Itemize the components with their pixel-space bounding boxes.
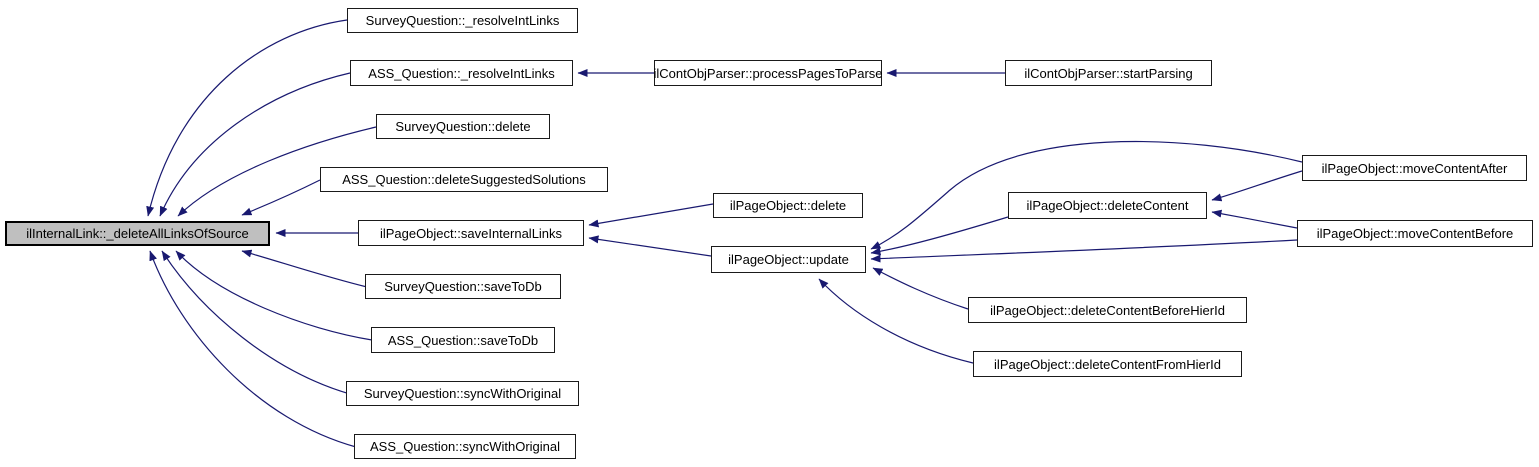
edge-po_update-po_saveInternalLinks (588, 235, 712, 257)
edge-po_moveContentAfter-po_deleteContent (1211, 170, 1303, 202)
node-ilpageobject-delete[interactable]: ilPageObject::delete (713, 193, 863, 218)
node-ilpageobject-delete-content[interactable]: ilPageObject::deleteContent (1008, 192, 1207, 219)
node-surveyquestion-sync-with-original[interactable]: SurveyQuestion::syncWithOriginal (346, 381, 579, 406)
edge-po_moveContentBefore-po_update (870, 239, 1298, 263)
node-ilpageobject-move-content-after[interactable]: ilPageObject::moveContentAfter (1302, 155, 1527, 181)
edge-sq_syncWithOriginal-deleteAllLinksOfSource (161, 250, 351, 395)
edge-ass_saveToDb-deleteAllLinksOfSource (175, 250, 373, 341)
node-surveyquestion-save-to-db[interactable]: SurveyQuestion::saveToDb (365, 274, 561, 299)
edge-ass_deleteSuggested-deleteAllLinksOfSource (241, 179, 321, 216)
node-surveyquestion-resolve-int-links[interactable]: SurveyQuestion::_resolveIntLinks (347, 8, 578, 33)
node-ilcontobjparser-start-parsing[interactable]: ilContObjParser::startParsing (1005, 60, 1212, 86)
node-ilpageobject-move-content-before[interactable]: ilPageObject::moveContentBefore (1297, 220, 1533, 247)
node-ilcontobjparser-process-pages-to-parse[interactable]: ilContObjParser::processPagesToParse (653, 60, 883, 86)
edge-sq_saveToDb-deleteAllLinksOfSource (241, 249, 368, 288)
node-ilinternallink-delete-all-links-of-source: ilInternalLink::_deleteAllLinksOfSource (5, 221, 270, 246)
edge-ass_resolveIntLinks-deleteAllLinksOfSource (159, 72, 351, 217)
edge-ass_syncWithOriginal-deleteAllLinksOfSource (149, 250, 357, 448)
edge-po_deleteContent-po_update (870, 216, 1009, 256)
node-ass-question-delete-suggested-solutions[interactable]: ASS_Question::deleteSuggestedSolutions (320, 167, 608, 192)
edge-sq_resolveIntLinks-deleteAllLinksOfSource (146, 19, 348, 217)
edge-po_deleteContentBeforeHierId-po_update (872, 267, 969, 310)
node-ass-question-save-to-db[interactable]: ASS_Question::saveToDb (371, 327, 555, 353)
edge-po_moveContentBefore-po_deleteContent (1211, 209, 1298, 229)
node-ilpageobject-delete-content-from-hier-id[interactable]: ilPageObject::deleteContentFromHierId (973, 351, 1242, 377)
node-ass-question-resolve-int-links[interactable]: ASS_Question::_resolveIntLinks (350, 60, 573, 86)
node-ilpageobject-delete-content-before-hier-id[interactable]: ilPageObject::deleteContentBeforeHierId (968, 297, 1247, 323)
node-surveyquestion-delete[interactable]: SurveyQuestion::delete (376, 114, 550, 139)
node-ass-question-sync-with-original[interactable]: ASS_Question::syncWithOriginal (354, 434, 576, 459)
edge-po_deleteContentFromHierId-po_update (818, 278, 974, 364)
edge-po_delete-po_saveInternalLinks (588, 203, 714, 228)
node-ilpageobject-update[interactable]: ilPageObject::update (711, 246, 866, 273)
node-ilpageobject-save-internal-links[interactable]: ilPageObject::saveInternalLinks (358, 220, 584, 246)
